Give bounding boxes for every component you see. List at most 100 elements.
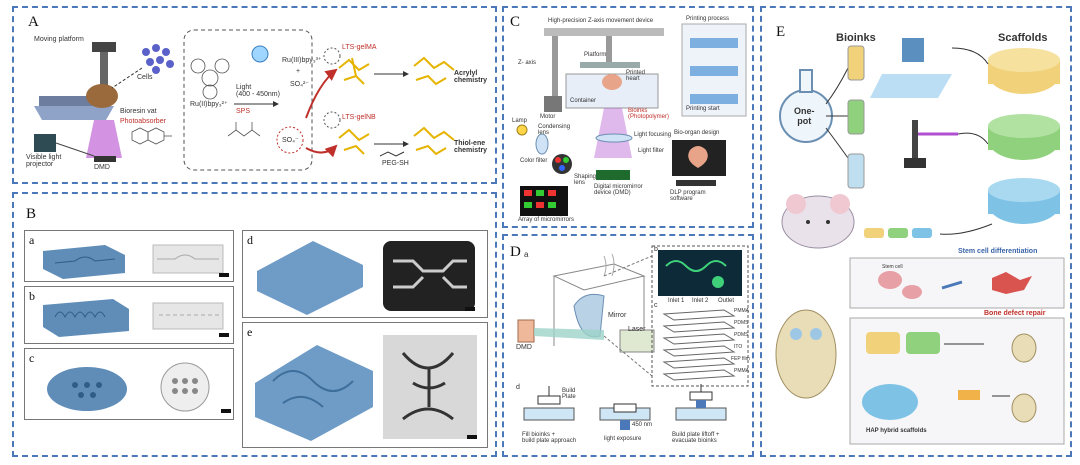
label-photoabsorber: Photoabsorber: [120, 118, 166, 125]
heart-print: [86, 84, 118, 108]
printing-bath: [870, 74, 952, 98]
panel-c-label: C: [510, 14, 521, 30]
panel-d-label: D: [510, 244, 521, 260]
printed-heart: [602, 74, 622, 90]
label-inlet2: Inlet 2: [692, 298, 709, 304]
label-array: Array of micromirrors: [518, 217, 575, 223]
differentiated-cell: [992, 272, 1032, 294]
label-layer-4: FEP film: [731, 356, 750, 362]
light-cone: [594, 108, 632, 158]
label-light: Light (400 - 450nm): [236, 84, 280, 98]
label-ru2: Ru(II)bpy₃²⁺: [190, 101, 228, 108]
label-lamp: Lamp: [512, 118, 528, 124]
subpanel-b-d: d: [242, 230, 488, 318]
scale-bar-e: [467, 435, 477, 439]
subpanel-b-e: e: [242, 322, 488, 448]
rat-skull: [775, 309, 837, 399]
label-light-filter: Light filter: [638, 148, 665, 154]
label-moving-platform: Moving platform: [34, 36, 84, 43]
inset-box: [651, 245, 749, 387]
label-d-sub-b: b: [654, 246, 658, 253]
moving-platform-head: [92, 42, 116, 52]
skull-after: [1011, 393, 1037, 423]
subpanel-b-b-label: b: [29, 289, 35, 303]
bioink-vial-green: [847, 99, 865, 135]
z-device-bar: [544, 28, 664, 36]
printer-base: [39, 96, 109, 106]
panel-e-label: E: [776, 24, 786, 40]
label-z-device: High-precision Z-axis movement device: [548, 18, 654, 24]
gelnb-network: [338, 128, 370, 155]
label-ru3: Ru(III)bpy₃³⁺: [282, 57, 322, 64]
scale-bar-a: [219, 273, 229, 277]
photoabsorber-molecule: [131, 127, 172, 145]
panel-a: A: [12, 6, 497, 184]
label-so4-1: SO₄²⁻: [290, 81, 309, 88]
label-bone-repair: Bone defect repair: [984, 310, 1046, 317]
chip-photo-d: [658, 250, 742, 296]
extrusion-nozzle: [912, 120, 918, 160]
label-motor: Motor: [540, 114, 556, 120]
subpanel-b-e-label: e: [247, 325, 253, 339]
printer-frame: [552, 263, 646, 291]
label-step3: Build plate liftoff + evacuate bioinks: [672, 432, 720, 444]
label-z-axis: Z- axis: [518, 60, 536, 66]
peg-sh-chain: [379, 151, 405, 157]
hap-scaffold-yellow: [866, 332, 900, 354]
label-stem-diff: Stem cell differentiation: [958, 248, 1038, 255]
projector-box: [34, 134, 56, 152]
label-hap: HAP hybrid scaffolds: [866, 428, 927, 434]
label-cells: Cells: [137, 74, 153, 81]
keyboard: [676, 180, 716, 186]
label-bioinks-e: Bioinks: [836, 32, 876, 44]
hap-scaffold-green: [906, 332, 940, 354]
label-bioresin-vat: Bioresin vat: [120, 108, 157, 115]
panel-a-label: A: [28, 14, 39, 30]
panel-b-label: B: [26, 206, 37, 222]
gelma-network: [338, 57, 370, 85]
organ-design: [688, 146, 708, 168]
reaction-box: [183, 29, 313, 171]
chip-a-render: [43, 245, 125, 279]
label-dmd-a: DMD: [94, 164, 110, 171]
dmd-chip-c: [596, 170, 630, 180]
label-color-filter: Color filter: [520, 158, 548, 164]
platform-plate: [580, 62, 640, 68]
skull-before: [1011, 333, 1037, 363]
chip-c-render: [47, 367, 127, 411]
subpanel-b-c-label: c: [29, 351, 35, 365]
scale-bar-d: [465, 307, 475, 311]
printer-head-e: [902, 38, 924, 62]
micromirror-array: [520, 186, 568, 216]
layer-stack: [662, 309, 736, 381]
moving-platform-rod: [100, 46, 108, 86]
motor-box: [544, 96, 562, 112]
chip-c-photo: [160, 362, 210, 412]
cells-cluster: [142, 44, 174, 74]
label-layer-0: PMMA: [734, 308, 749, 314]
label-one-pot: One- pot: [794, 106, 815, 126]
gelnb-product: [413, 126, 455, 156]
label-visible-light-projector: Visible light projector: [26, 154, 62, 168]
label-450nm: 450 nm: [632, 422, 653, 428]
subpanel-b-c: c: [24, 348, 234, 420]
label-inlet1: Inlet 1: [668, 298, 685, 304]
label-platform: Platform: [584, 52, 607, 58]
label-d-sub-a: a: [524, 250, 529, 259]
chip-b-photo: [152, 302, 224, 330]
label-so4-2: SO₄⁻: [282, 137, 299, 144]
step-3-diagram: [675, 384, 727, 421]
label-light-focusing: Light focusing: [634, 132, 672, 138]
label-layer-1: PDMS: [734, 320, 749, 326]
label-plus: +: [296, 68, 301, 75]
label-build-plate: Build Plate: [562, 388, 576, 400]
label-dlp-software: DLP program software: [670, 190, 706, 202]
panel-c-graphics: [516, 23, 747, 216]
mirror-funnel: [573, 293, 605, 338]
label-mirror: Mirror: [608, 312, 627, 319]
gelma-product: [413, 56, 455, 86]
disc-blue: [912, 228, 932, 238]
light-beam: [86, 120, 122, 158]
panel-a-graphics: [34, 29, 455, 171]
label-layer-3: ITO: [734, 344, 743, 350]
